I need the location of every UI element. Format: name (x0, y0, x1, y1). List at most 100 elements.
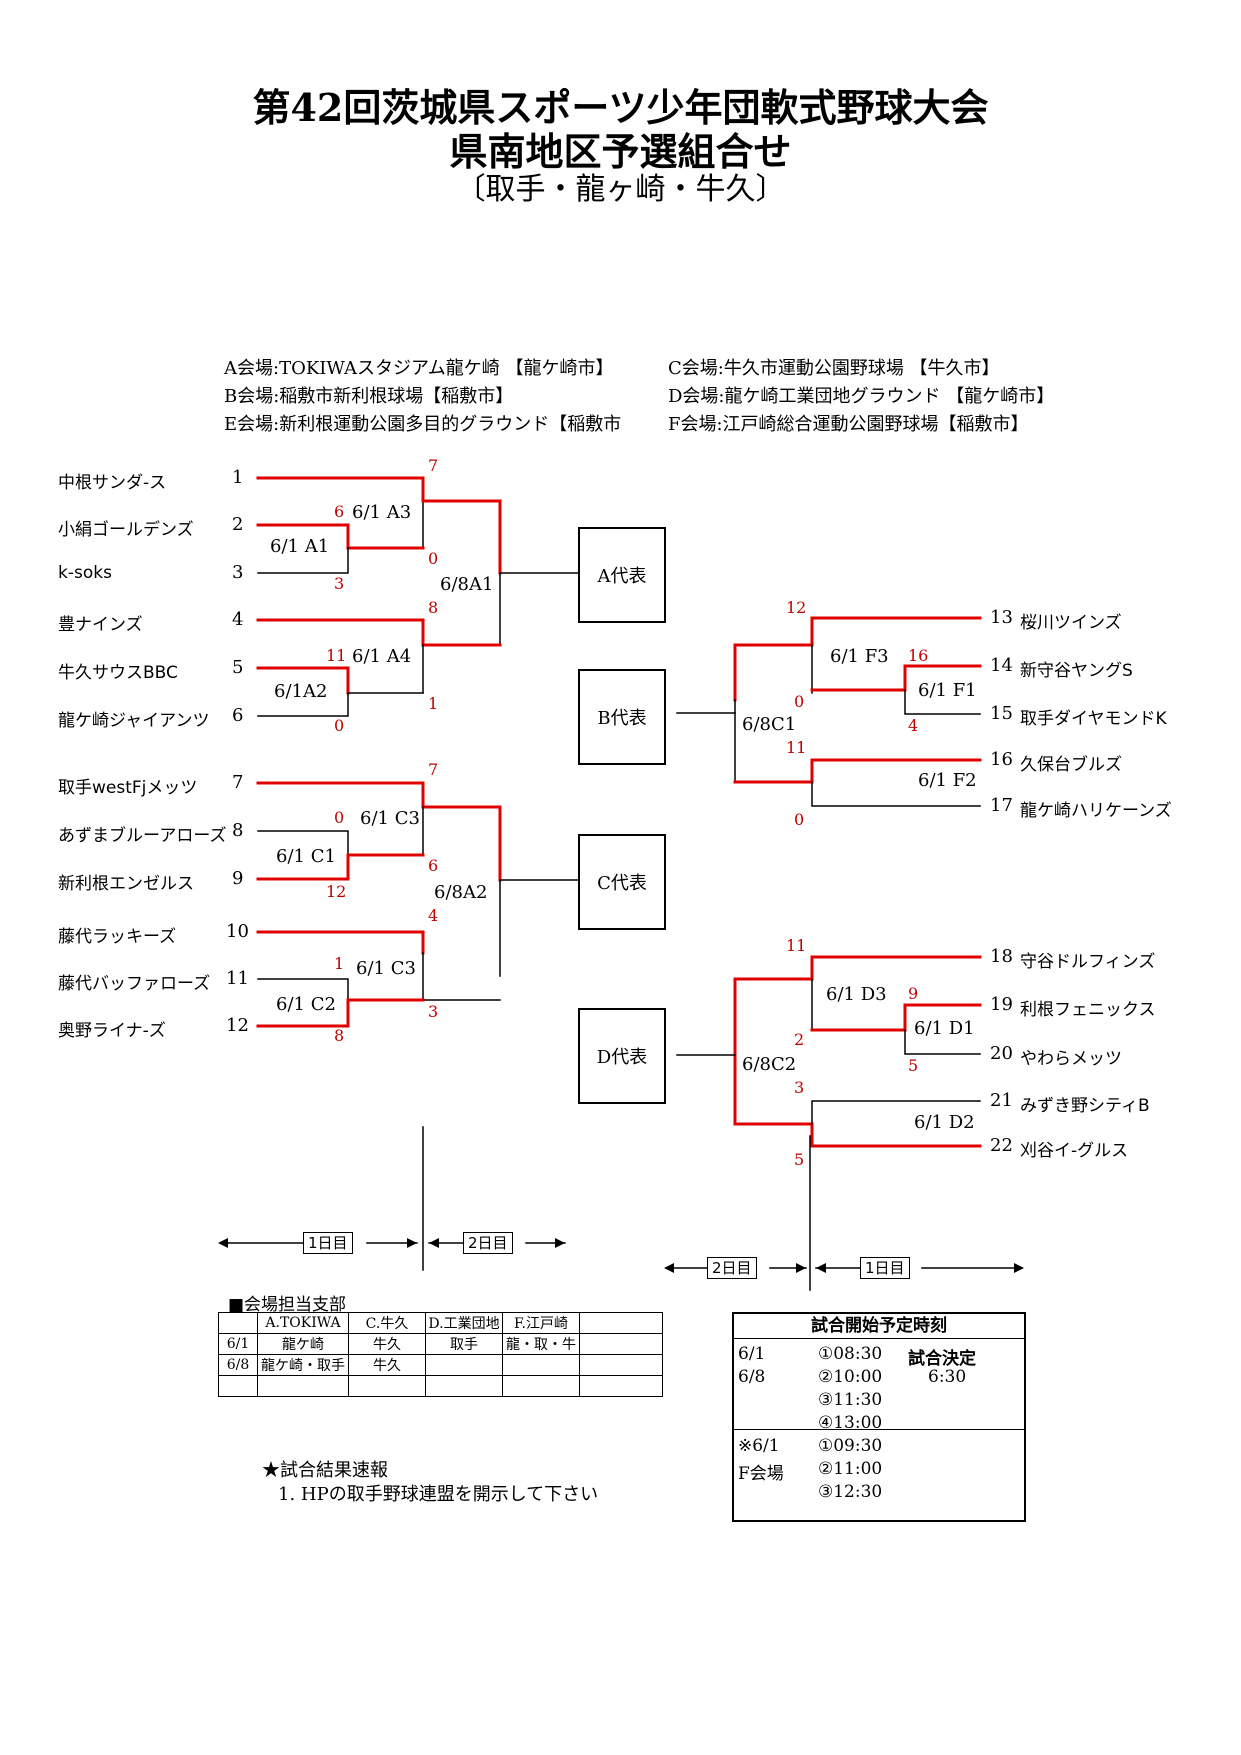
team-seed: 21 (990, 1090, 1013, 1111)
score: 11 (326, 646, 347, 665)
score: 12 (786, 598, 807, 617)
table-cell: 取手 (425, 1333, 503, 1355)
team-name: 久保台ブルズ (1020, 755, 1122, 775)
team-seed: 17 (990, 795, 1013, 816)
table-cell: 6/8 (218, 1354, 258, 1376)
match-label: 6/1 C1 (276, 846, 336, 867)
schedule-heading: 試合開始予定時刻 (734, 1314, 1024, 1339)
table-cell: F.江戸崎 (502, 1312, 580, 1334)
team-name: 藤代ラッキーズ (58, 927, 177, 947)
team-name: 取手westFjメッツ (58, 778, 198, 798)
representative-d-box: D代表 (578, 1008, 666, 1104)
team-seed: 15 (990, 703, 1013, 724)
match-label: 6/1 A1 (270, 536, 330, 557)
table-cell: 牛久 (348, 1333, 426, 1355)
table-cell: D.工業団地 (425, 1312, 503, 1334)
match-label: 6/1 D1 (914, 1018, 975, 1039)
team-seed: 19 (990, 994, 1013, 1015)
notice-item: 1. HPの取手野球連盟を開示して下さい (278, 1484, 599, 1505)
schedule-note-date: ※6/1 (738, 1436, 780, 1456)
team-seed: 2 (232, 514, 244, 535)
score: 0 (428, 549, 439, 568)
table-cell: 6/1 (218, 1333, 258, 1355)
page-title-line3: 〔取手・龍ヶ崎・牛久〕 (455, 172, 786, 207)
table-cell: 龍・取・牛 (502, 1333, 580, 1355)
table-cell: C.牛久 (348, 1312, 426, 1334)
team-name: みずき野シティB (1020, 1096, 1150, 1116)
team-seed: 20 (990, 1043, 1013, 1064)
page-title-line1: 第42回茨城県スポーツ少年団軟式野球大会 (252, 85, 989, 130)
table-cell (348, 1375, 426, 1397)
team-seed: 7 (232, 772, 244, 793)
score: 9 (908, 984, 919, 1003)
score: 0 (334, 808, 345, 827)
score: 11 (786, 738, 807, 757)
venue-a: A会場:TOKIWAスタジアム龍ケ崎 【龍ケ崎市】 (224, 358, 614, 379)
team-seed: 8 (232, 820, 244, 841)
match-label: 6/1 F2 (918, 770, 977, 791)
table-cell (579, 1312, 663, 1334)
match-label: 6/1A2 (274, 681, 328, 702)
score: 3 (794, 1078, 805, 1097)
team-name: 中根サンダ-ス (58, 473, 167, 493)
team-seed: 3 (232, 562, 244, 583)
schedule-note-venue: F会場 (738, 1464, 784, 1484)
score: 5 (908, 1056, 919, 1075)
day2-label-right: 2日目 (707, 1257, 757, 1279)
schedule-time: ④13:00 (818, 1413, 883, 1433)
representative-b-label: B代表 (597, 708, 647, 729)
team-name: k-soks (58, 563, 112, 583)
venue-e: E会場:新利根運動公園多目的グラウンド【稲敷市 (224, 414, 622, 435)
team-seed: 12 (226, 1015, 249, 1036)
page-title-line2: 県南地区予選組合せ (449, 129, 792, 174)
score: 5 (794, 1150, 805, 1169)
score: 3 (334, 574, 345, 593)
team-name: 刈谷イ-グルス (1020, 1141, 1129, 1161)
team-seed: 18 (990, 946, 1013, 967)
table-cell (425, 1354, 503, 1376)
table-cell (502, 1354, 580, 1376)
venue-d: D会場:龍ケ崎工業団地グラウンド 【龍ケ崎市】 (668, 386, 1055, 407)
match-label: 6/8C1 (742, 714, 797, 735)
team-name: やわらメッツ (1020, 1049, 1122, 1069)
match-label: 6/1 C3 (356, 958, 416, 979)
schedule-time: ②10:00 (818, 1367, 883, 1387)
team-name: 新利根エンゼルス (58, 874, 194, 894)
score: 4 (908, 716, 919, 735)
team-name: 龍ケ崎ハリケーンズ (1020, 801, 1172, 821)
table-cell (257, 1375, 349, 1397)
schedule-date2: 6/8 (738, 1367, 766, 1387)
venue-b: B会場:稲敷市新利根球場【稲敷市】 (224, 386, 514, 407)
score: 4 (428, 906, 439, 925)
table-cell (579, 1375, 663, 1397)
representative-d-label: D代表 (596, 1047, 648, 1068)
table-cell (218, 1375, 258, 1397)
match-label: 6/1 A3 (352, 502, 412, 523)
team-seed: 9 (232, 868, 244, 889)
team-name: 牛久サウスBBC (58, 663, 178, 683)
score: 12 (326, 882, 347, 901)
venue-f: F会場:江戸崎総合運動公園野球場【稲敷市】 (668, 414, 1029, 435)
team-seed: 16 (990, 749, 1013, 770)
notice-heading: ★試合結果速報 (262, 1460, 388, 1481)
match-label: 6/1 A4 (352, 646, 412, 667)
day1-label: 1日目 (303, 1232, 353, 1254)
team-name: 小絹ゴールデンズ (58, 520, 194, 540)
table-cell (425, 1375, 503, 1397)
score: 11 (786, 936, 807, 955)
table-row: 6/1 龍ケ崎 牛久 取手 龍・取・牛 (218, 1333, 663, 1355)
team-name: 新守谷ヤングS (1020, 661, 1133, 681)
table-cell (502, 1375, 580, 1397)
match-label: 6/8A2 (434, 882, 488, 903)
team-seed: 10 (226, 921, 249, 942)
score: 3 (428, 1002, 439, 1021)
team-seed: 11 (226, 968, 249, 989)
table-cell (579, 1354, 663, 1376)
schedule-note-time: ③12:30 (818, 1482, 883, 1502)
team-seed: 14 (990, 655, 1013, 676)
team-seed: 4 (232, 609, 244, 630)
schedule-date1: 6/1 (738, 1344, 766, 1364)
match-label: 6/1 C3 (360, 808, 420, 829)
team-name: 藤代バッファローズ (58, 974, 211, 994)
